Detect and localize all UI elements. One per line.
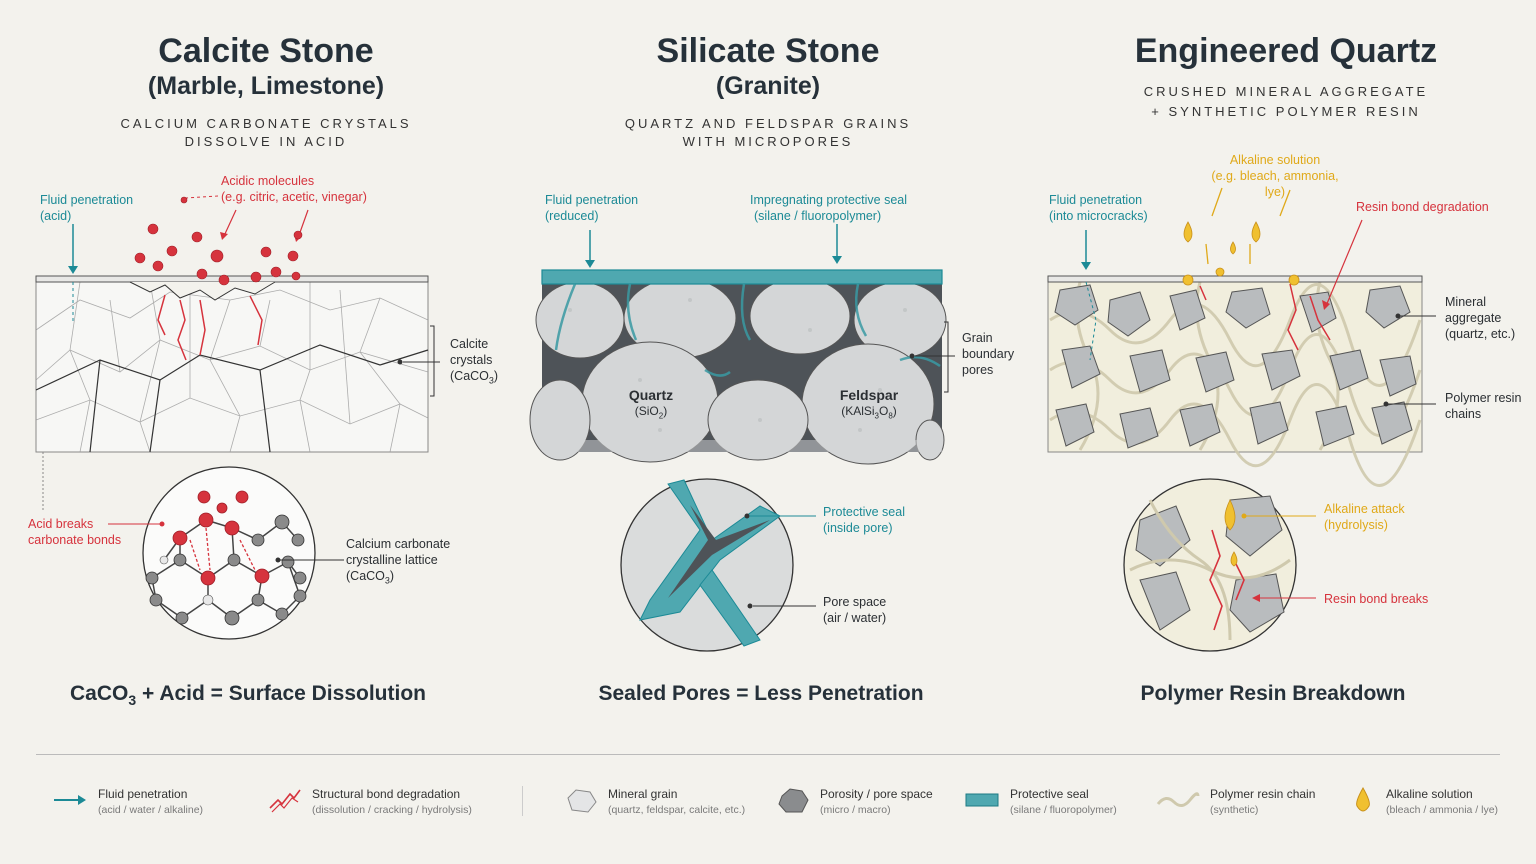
legend-bond-degradation: Structural bond degradation(dissolution … (266, 786, 472, 818)
silicate-pseal-label: Protective seal(inside pore) (823, 505, 905, 535)
silicate-seal-label: Impregnating protective seal(silane / fl… (750, 193, 908, 223)
silicate-desc-1: QUARTZ AND FELDSPAR GRAINS (624, 116, 912, 131)
legend-resin: Polymer resin chain(synthetic) (1156, 786, 1315, 818)
silicate-title: Silicate Stone (656, 32, 880, 70)
teal-arrow-icon (52, 786, 88, 814)
quartz-desc-1: CRUSHED MINERAL AGGREGATE (1143, 84, 1429, 99)
quartz-label: Quartz (SiO2) (628, 387, 674, 421)
calcite-footer: CaCO3 + Acid = Surface Dissolution (70, 682, 426, 709)
legend-divider (36, 754, 1500, 755)
quartz-attack-label: Alkaline attack(hydrolysis) (1324, 502, 1405, 532)
resin-chain-icon (1156, 786, 1200, 814)
legend-seal: Protective seal(silane / fluoropolymer) (964, 786, 1117, 818)
silicate-desc-2: WITH MICROPORES (682, 134, 854, 149)
silicate-pore-label: Pore space(air / water) (823, 595, 887, 625)
quartz-footer: Polymer Resin Breakdown (1140, 682, 1406, 705)
legend-alkaline: Alkaline solution(bleach / ammonia / lye… (1350, 786, 1498, 818)
quartz-alkaline-label: Alkaline solution(e.g. bleach, ammonia, … (1211, 153, 1339, 199)
quartz-fluid-label: Fluid penetration(into microcracks) (1049, 193, 1148, 223)
legend-fluid: Fluid penetration(acid / water / alkalin… (52, 786, 203, 818)
pore-icon (774, 786, 810, 814)
calcite-fluid-label: Fluid penetration(acid) (40, 193, 134, 223)
calcite-desc-1: CALCIUM CARBONATE CRYSTALS (120, 116, 412, 131)
silicate-footer: Sealed Pores = Less Penetration (598, 682, 924, 705)
calcite-title: Calcite Stone (158, 32, 374, 70)
legend-separator (522, 786, 523, 816)
mineral-grain-icon (562, 786, 598, 814)
silicate-subtitle: (Granite) (715, 72, 821, 100)
silicate-fluid-label: Fluid penetration(reduced) (545, 193, 639, 223)
quartz-breaks-label: Resin bond breaks (1324, 592, 1429, 606)
calcite-subtitle: (Marble, Limestone) (147, 72, 385, 100)
seal-icon (964, 786, 1000, 814)
red-crack-icon (266, 786, 302, 814)
legend-mineral: Mineral grain(quartz, feldspar, calcite,… (562, 786, 745, 818)
quartz-degradation-label: Resin bond degradation (1356, 200, 1489, 214)
legend-porosity: Porosity / pore space(micro / macro) (774, 786, 933, 818)
calcite-acid-label: Acidic molecules(e.g. citric, acetic, vi… (221, 174, 367, 204)
quartz-desc-2: + SYNTHETIC POLYMER RESIN (1151, 104, 1421, 119)
quartz-title: Engineered Quartz (1134, 32, 1438, 70)
alkaline-drop-icon (1350, 786, 1376, 814)
calcite-desc-2: DISSOLVE IN ACID (184, 134, 348, 149)
feldspar-label: Feldspar (KAlSi3O8) (839, 387, 899, 421)
